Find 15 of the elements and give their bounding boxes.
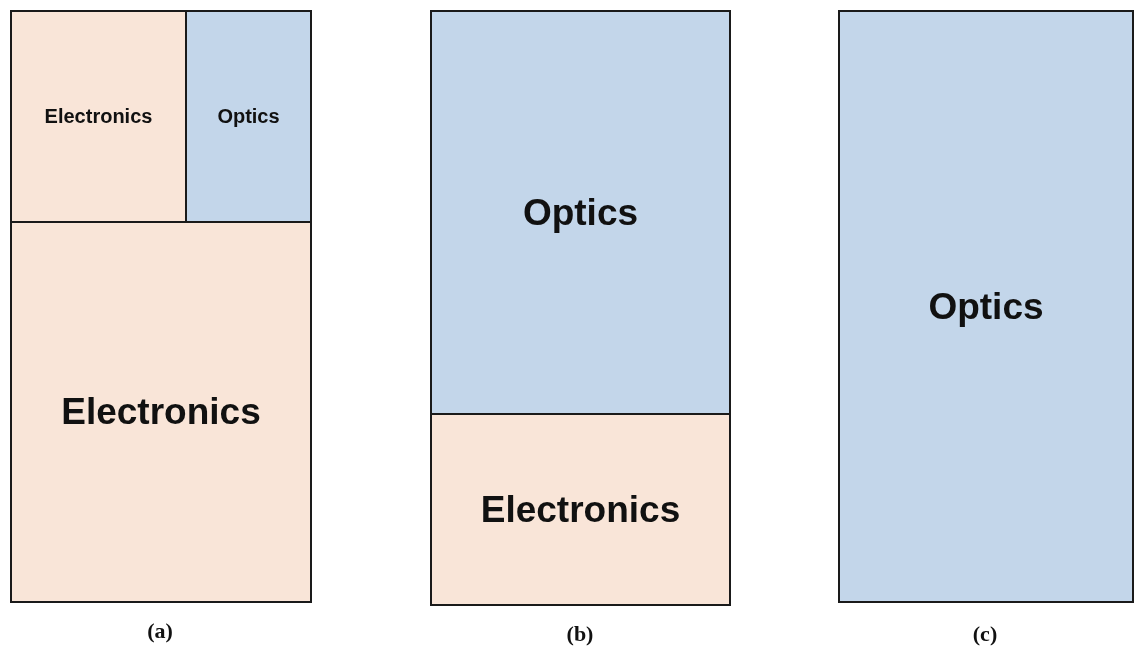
region-label: Optics <box>522 191 639 234</box>
panel-label: (a) <box>147 618 173 644</box>
panel-label: (b) <box>566 621 594 647</box>
region-box <box>10 10 187 223</box>
region-box <box>430 413 731 606</box>
region-label: Optics <box>217 105 280 128</box>
region-box <box>185 10 312 223</box>
region-box <box>430 10 731 415</box>
region-box <box>838 10 1134 603</box>
panel-label: (c) <box>972 621 998 647</box>
region-box <box>10 221 312 603</box>
region-label: Electronics <box>44 105 153 128</box>
region-label: Electronics <box>480 488 681 531</box>
region-label: Electronics <box>61 391 261 433</box>
region-label: Optics <box>928 285 1044 328</box>
